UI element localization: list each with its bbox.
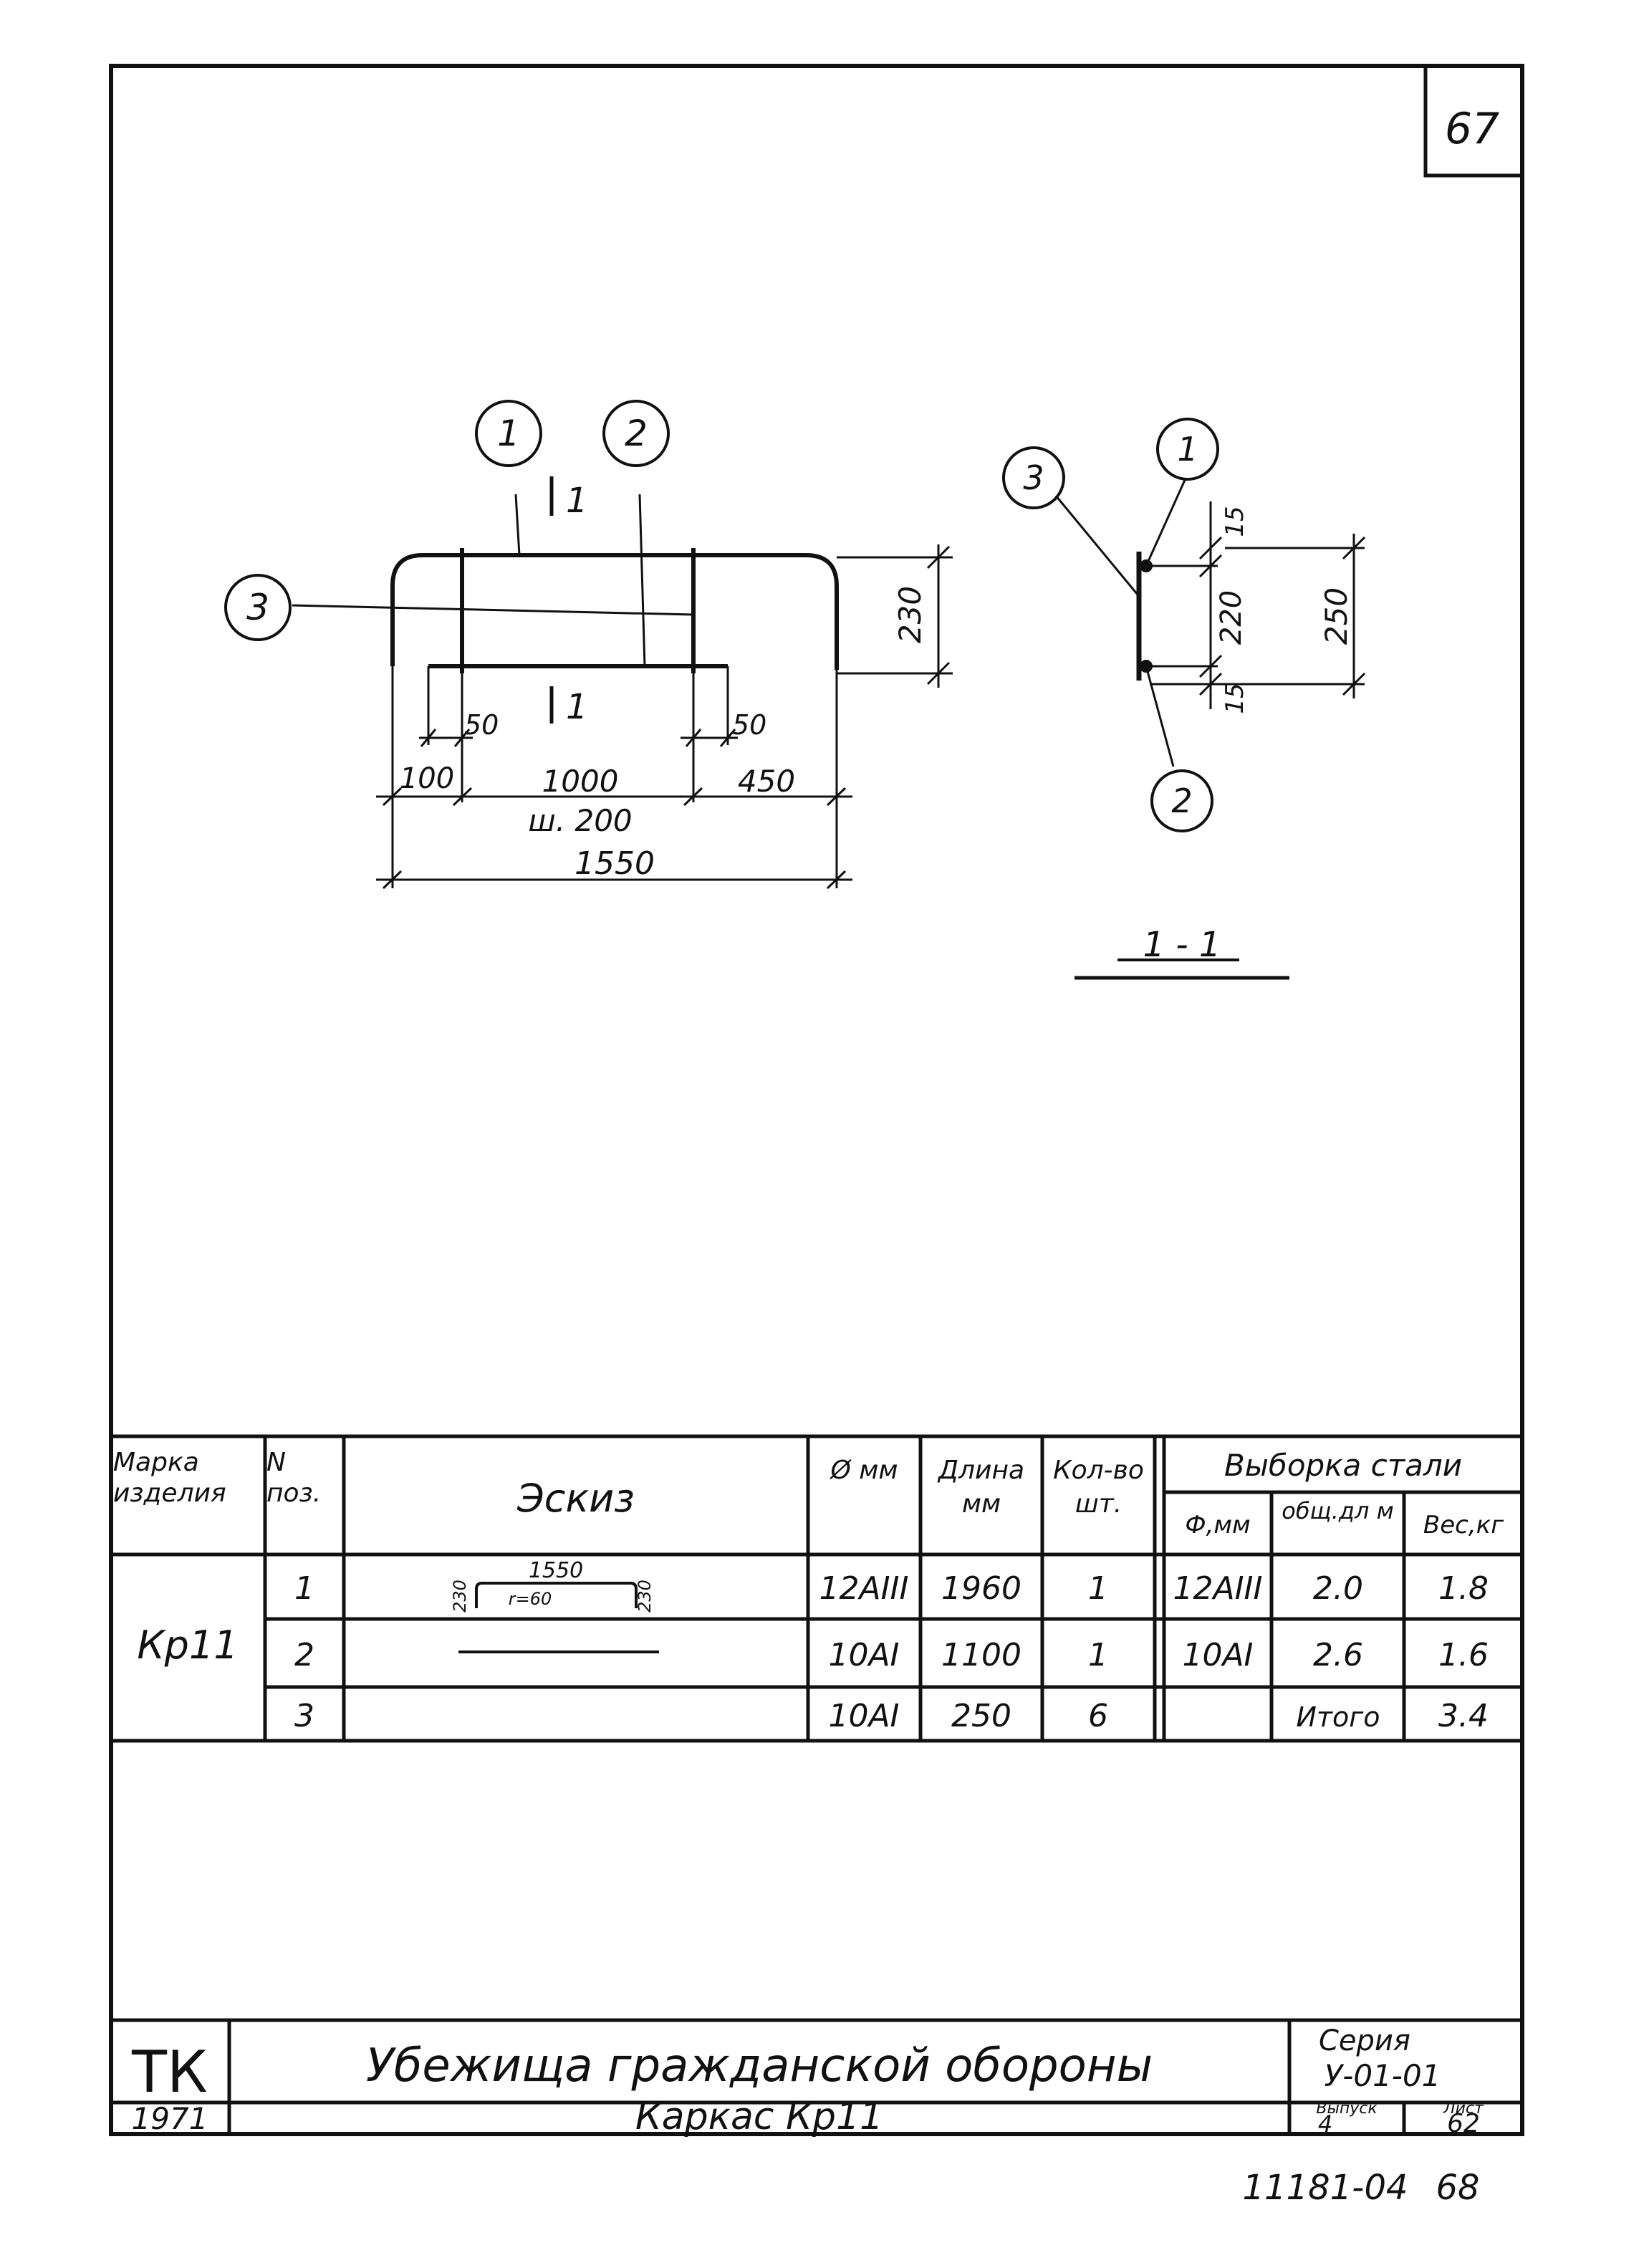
row-2-length: 1100 [941,1637,1021,1673]
row-1-sel-dia: 12AIII [1173,1570,1262,1607]
year: 1971 [132,2101,208,2136]
row-2-qty: 1 [1088,1637,1108,1673]
footer-page: 68 [1436,2168,1479,2208]
spec-table-grid [111,1434,1522,1743]
leader-2 [638,494,646,667]
header-mark: Марка изделия [113,1448,226,1509]
row-2-sel-dia: 10AI [1182,1637,1253,1673]
sheet-no-value: 62 [1447,2109,1480,2138]
row-2-pos: 2 [294,1637,314,1673]
header-selection: Выборка стали [1224,1448,1462,1483]
dim-right-50: 50 [732,709,766,741]
sheet-subtitle: Каркас Кр11 [635,2095,883,2138]
sketch-label-right: 230 [635,1580,655,1613]
header-qty: Кол-во шт. [1053,1456,1144,1519]
dim-step: ш. 200 [528,803,632,838]
sheet-no-label: Лист [1443,2100,1484,2118]
total-label: Итого [1296,1701,1380,1733]
section-title: 1 - 1 [1143,925,1221,965]
callout-1 [475,400,542,467]
series-label: Серия [1319,2024,1410,2057]
row-1-qty: 1 [1088,1570,1108,1607]
header-pos: N поз. [266,1448,322,1509]
issue-label: Выпуск [1316,2100,1378,2118]
dim-seg-450: 450 [738,764,795,799]
section-dim-mid: 220 [1215,590,1248,645]
row-1-sel-len: 2.0 [1313,1570,1363,1607]
section-mark-top: 1 [566,481,588,521]
page-number: 67 [1445,104,1499,154]
row-3-dia: 10AI [828,1698,899,1734]
leader-3 [292,604,694,616]
section-callout-3: 3 [1023,458,1044,497]
section-dim-top: 15 [1221,506,1249,537]
sheet-frame [109,64,1524,2136]
header-sel-dia: Ф,мм [1185,1511,1250,1539]
row-3-pos: 3 [294,1698,314,1734]
org-mark: ТК [131,2039,208,2105]
section-dim-total: 250 [1319,587,1354,645]
sketch-label-left: 230 [450,1580,470,1613]
section-dim-bottom: 15 [1221,683,1249,713]
callout-3 [224,574,292,641]
mark-value: Кр11 [137,1623,238,1668]
header-length: Длина мм [938,1456,1025,1519]
header-dia: Ø мм [830,1456,898,1485]
row-3-length: 250 [951,1698,1011,1734]
dim-total-label: 1550 [574,845,655,882]
sketch-bar-1 [475,1582,638,1608]
row-2-dia: 10AI [828,1637,899,1673]
section-callout-1: 1 [1177,430,1198,469]
leader-1 [514,494,521,556]
callout-2 [602,400,670,467]
section-mark-bottom: 1 [566,687,588,727]
section-callout-2: 2 [1171,782,1192,820]
sketch-label-radius: r=60 [509,1589,552,1609]
dim-left-50: 50 [464,709,499,741]
header-sel-weight: Вес,кг [1423,1511,1504,1539]
row-1-length: 1960 [941,1570,1021,1607]
row-1-sel-weight: 1.8 [1438,1570,1489,1607]
callout-2-label: 2 [625,413,648,454]
frame-elevation [390,548,839,673]
row-2-sel-len: 2.6 [1313,1637,1363,1673]
bar-1-top [390,553,839,670]
row-1-pos: 1 [294,1570,314,1607]
header-sketch: Эскиз [516,1476,635,1521]
callout-1-label: 1 [497,413,520,454]
callout-3-label: 3 [246,587,269,628]
title-block-grid [111,2018,1522,2134]
dim-seg-100: 100 [400,762,454,795]
row-1-dia: 12AIII [819,1570,908,1607]
header-sel-total-len: общ.дл м [1282,1497,1394,1524]
section-1-1 [1002,418,1366,980]
dim-seg-1000: 1000 [542,764,619,799]
row-3-qty: 6 [1088,1698,1108,1734]
page-number-box [1423,66,1522,178]
sketch-label-top: 1550 [529,1558,583,1583]
footer-code: 11181-04 [1242,2168,1408,2208]
total-value: 3.4 [1438,1698,1489,1734]
series-value: У-01-01 [1325,2058,1441,2093]
sheet-title: Убежища гражданской обороны [366,2039,1153,2092]
issue-value: 4 [1318,2110,1332,2138]
row-2-sel-weight: 1.6 [1438,1637,1489,1673]
dim-height-label: 230 [893,586,928,643]
